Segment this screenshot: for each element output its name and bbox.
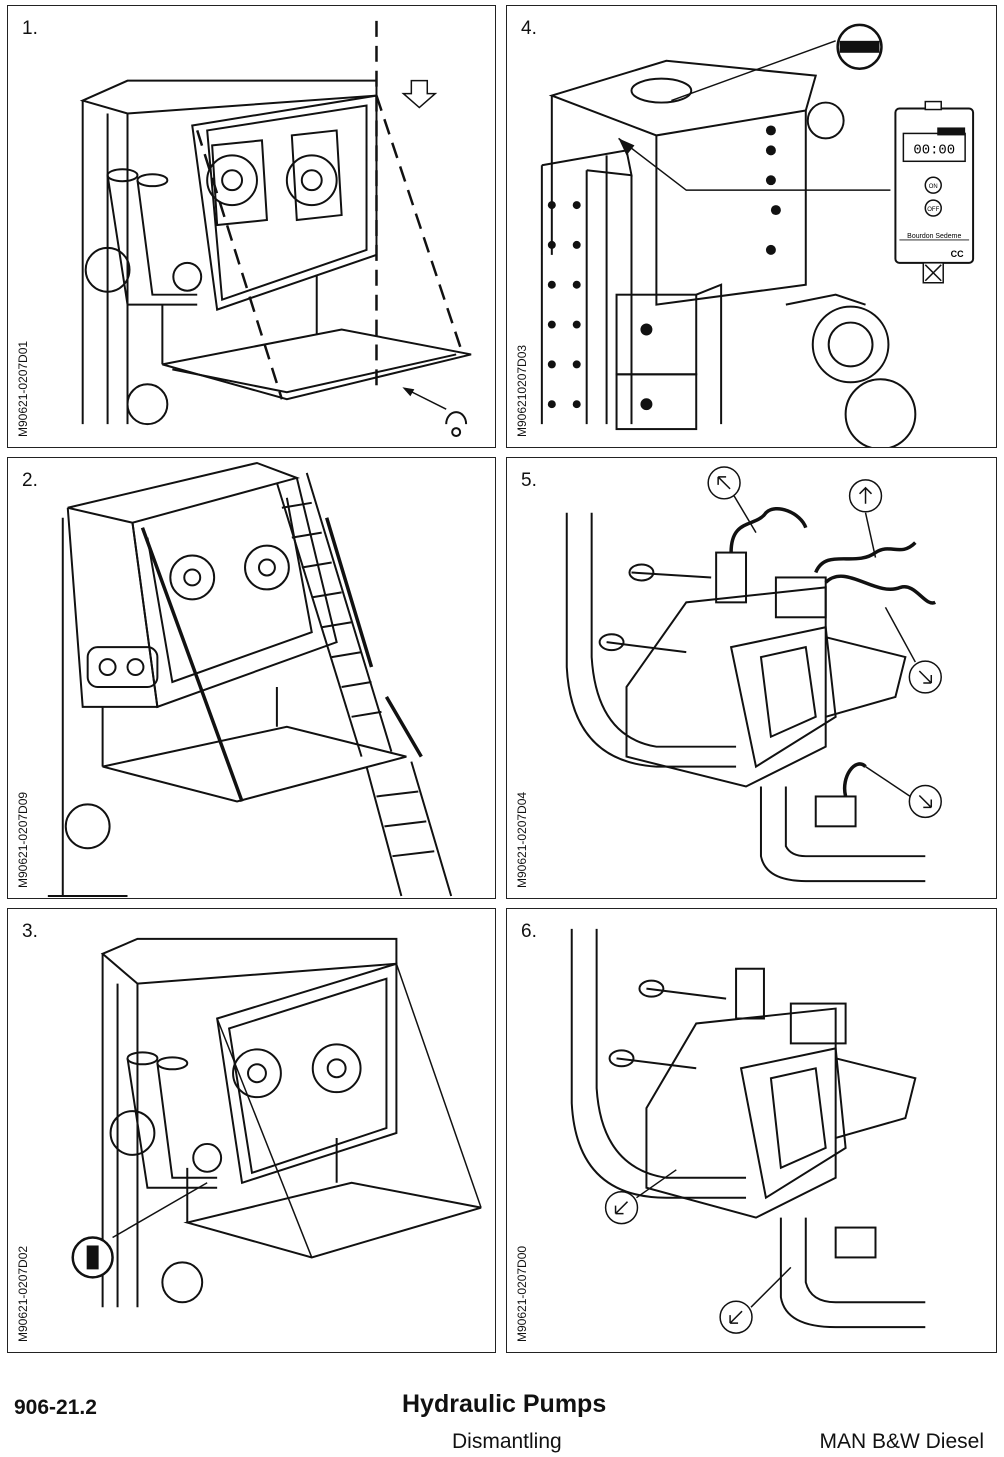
company-name: MAN B&W Diesel <box>819 1430 984 1453</box>
illustration-hoist-frame <box>79 20 472 438</box>
drawing-code: M90621-0207D04 <box>515 791 529 888</box>
panel-number: 2. <box>22 470 38 491</box>
figure-panel-2: 2. M90621-0207D09 <box>7 457 496 899</box>
gauge-unit: CC <box>951 249 964 259</box>
gauge-on-label: ON <box>929 184 938 190</box>
panel-number: 5. <box>521 470 537 491</box>
page-subtitle: Dismantling <box>452 1430 562 1453</box>
panel-number: 4. <box>521 18 537 39</box>
gauge-display: 00:00 <box>913 142 955 158</box>
gauge-off-label: OFF <box>927 207 939 213</box>
figure-panel-1: 1. M90621-0207D01 <box>7 5 496 448</box>
figure-panel-5: 5. M90621-0207D04 <box>506 457 997 899</box>
drawing-code: M906210207D03 <box>515 344 529 437</box>
figure-panel-3: 3. M90621-0207D02 <box>7 908 496 1353</box>
illustration-disconnect-cables <box>565 466 942 883</box>
illustration-lowering-pump <box>71 937 482 1308</box>
panel-number: 1. <box>22 18 38 39</box>
drawing-code: M90621-0207D02 <box>16 1245 30 1342</box>
figure-panel-4: 00:00 ON OFF Bourdon Sedeme CC 4. M90621… <box>506 5 997 448</box>
figure-panel-6: 6. M90621-0207D00 <box>506 908 997 1353</box>
panel-number: 3. <box>22 921 38 942</box>
page-title: Hydraulic Pumps <box>402 1390 607 1418</box>
illustration-pressure-check: 00:00 ON OFF Bourdon Sedeme CC <box>540 23 975 447</box>
document-number: 906-21.2 <box>14 1396 97 1419</box>
drawing-code: M90621-0207D01 <box>16 340 30 437</box>
illustration-ladder-access <box>47 461 453 898</box>
gauge-brand: Bourdon Sedeme <box>907 233 961 240</box>
panel-number: 6. <box>521 921 537 942</box>
drawing-code: M90621-0207D09 <box>16 791 30 888</box>
illustration-remove-pump <box>570 928 926 1334</box>
drawing-code: M90621-0207D00 <box>515 1245 529 1342</box>
